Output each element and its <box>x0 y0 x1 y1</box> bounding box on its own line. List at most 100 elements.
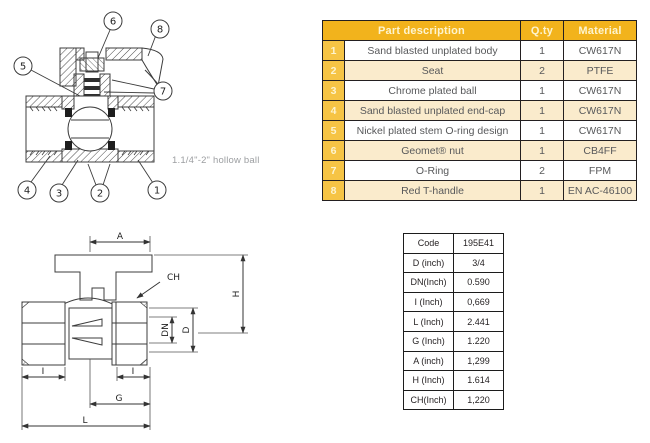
parts-table-header-row: Part description Q.ty Material <box>322 20 637 41</box>
callout-2: 2 <box>90 183 110 203</box>
size-range-caption: 1.1/4"-2" hollow ball <box>172 155 260 166</box>
dimension-label-cell: DN(Inch) <box>403 272 454 293</box>
dimension-table-row: DN(Inch)0.590 <box>403 272 504 293</box>
dimension-value-cell: 2.441 <box>453 311 504 332</box>
callout-7: 7 <box>153 81 173 101</box>
dimension-label-cell: I (Inch) <box>403 291 454 313</box>
callout-1: 1 <box>147 180 167 200</box>
part-material-cell: CW617N <box>563 120 637 141</box>
dim-label-i-right: I <box>132 367 135 377</box>
part-description-cell: Geomet® nut <box>344 140 521 161</box>
part-description-cell: Chrome plated ball <box>344 80 521 101</box>
part-number-cell: 7 <box>322 160 345 181</box>
part-qty-cell: 1 <box>520 100 564 121</box>
svg-text:6: 6 <box>110 17 116 28</box>
dim-label-a: A <box>117 232 124 242</box>
part-description-cell: Nickel plated stem O-ring design <box>344 120 521 141</box>
dimension-lines <box>21 239 246 429</box>
part-qty-cell: 2 <box>520 60 564 81</box>
dim-label-i-left: I <box>42 367 45 377</box>
part-number-cell: 5 <box>322 120 345 141</box>
dimension-value-cell: 1,299 <box>453 350 504 372</box>
part-description-cell: Sand blasted unplated end-cap <box>344 100 521 121</box>
svg-text:7: 7 <box>160 87 166 98</box>
part-description-cell: Sand blasted unplated body <box>344 40 521 61</box>
dimension-table-row: G (Inch)1.220 <box>403 330 504 352</box>
dim-label-ch: CH <box>167 273 180 283</box>
part-number-cell: 4 <box>322 100 345 121</box>
svg-text:3: 3 <box>56 189 62 200</box>
dimension-label-cell: A (inch) <box>403 350 454 372</box>
dimension-label-cell: D (inch) <box>403 252 454 274</box>
dimension-table-row: D (inch)3/4 <box>403 252 504 274</box>
callout-balloons: 6 8 5 7 4 3 2 <box>13 11 173 203</box>
svg-text:8: 8 <box>157 25 163 36</box>
part-number-cell: 3 <box>322 80 345 101</box>
svg-text:2: 2 <box>97 189 103 200</box>
parts-header-description: Part description <box>322 20 521 41</box>
part-material-cell: CW617N <box>563 40 637 61</box>
part-material-cell: PTFE <box>563 60 637 81</box>
callout-8: 8 <box>150 19 170 39</box>
dimension-label-cell: H (Inch) <box>403 370 454 391</box>
dimension-value-cell: 0,669 <box>453 291 504 313</box>
callout-4: 4 <box>17 180 37 200</box>
svg-text:4: 4 <box>24 186 30 197</box>
part-description-cell: Red T-handle <box>344 180 521 201</box>
part-material-cell: CW617N <box>563 80 637 101</box>
dimension-label-cell: G (Inch) <box>403 330 454 352</box>
hollow-ball <box>65 106 115 152</box>
part-qty-cell: 1 <box>520 80 564 101</box>
callout-3: 3 <box>49 183 69 203</box>
dimension-value-cell: 0.590 <box>453 272 504 293</box>
part-qty-cell: 1 <box>520 40 564 61</box>
part-number-cell: 1 <box>322 40 345 61</box>
dimension-label-cell: CH(Inch) <box>403 389 454 411</box>
part-qty-cell: 1 <box>520 120 564 141</box>
dimension-label-cell: Code <box>403 233 454 254</box>
dimension-value-cell: 195E41 <box>453 233 504 254</box>
part-material-cell: CW617N <box>563 100 637 121</box>
dimension-table-row: A (inch)1,299 <box>403 350 504 372</box>
valve-dimension-drawing: A CH H D DN I I G L <box>21 232 248 430</box>
dimension-labels: A CH H D DN I I G L <box>42 232 242 426</box>
dimension-table-row: H (Inch)1.614 <box>403 370 504 391</box>
part-qty-cell: 1 <box>520 180 564 201</box>
part-description-cell: Seat <box>344 60 521 81</box>
dimension-label-cell: L (Inch) <box>403 311 454 332</box>
callout-5: 5 <box>13 56 33 76</box>
part-number-cell: 6 <box>322 140 345 161</box>
dimension-value-cell: 1.614 <box>453 370 504 391</box>
valve-body-front <box>21 301 148 366</box>
dim-label-d: D <box>182 326 192 333</box>
dim-label-l: L <box>82 416 87 426</box>
valve-cross-section-drawing: 6 8 5 7 4 3 2 <box>13 11 173 203</box>
dim-label-h: H <box>232 291 242 298</box>
callout-6: 6 <box>103 11 123 31</box>
dimension-table-row: CH(Inch)1,220 <box>403 389 504 411</box>
dimension-value-cell: 1,220 <box>453 389 504 411</box>
dimension-table-row: I (Inch)0,669 <box>403 291 504 313</box>
part-number-cell: 2 <box>322 60 345 81</box>
dimension-value-cell: 3/4 <box>453 252 504 274</box>
t-handle-section <box>59 47 164 88</box>
part-qty-cell: 1 <box>520 140 564 161</box>
svg-text:1: 1 <box>154 186 160 197</box>
part-material-cell: CB4FF <box>563 140 637 161</box>
parts-header-qty: Q.ty <box>520 20 564 41</box>
t-handle-front <box>54 254 153 307</box>
part-material-cell: EN AC-46100 <box>563 180 637 201</box>
parts-header-material: Material <box>563 20 637 41</box>
dimension-table-row: L (Inch)2.441 <box>403 311 504 332</box>
